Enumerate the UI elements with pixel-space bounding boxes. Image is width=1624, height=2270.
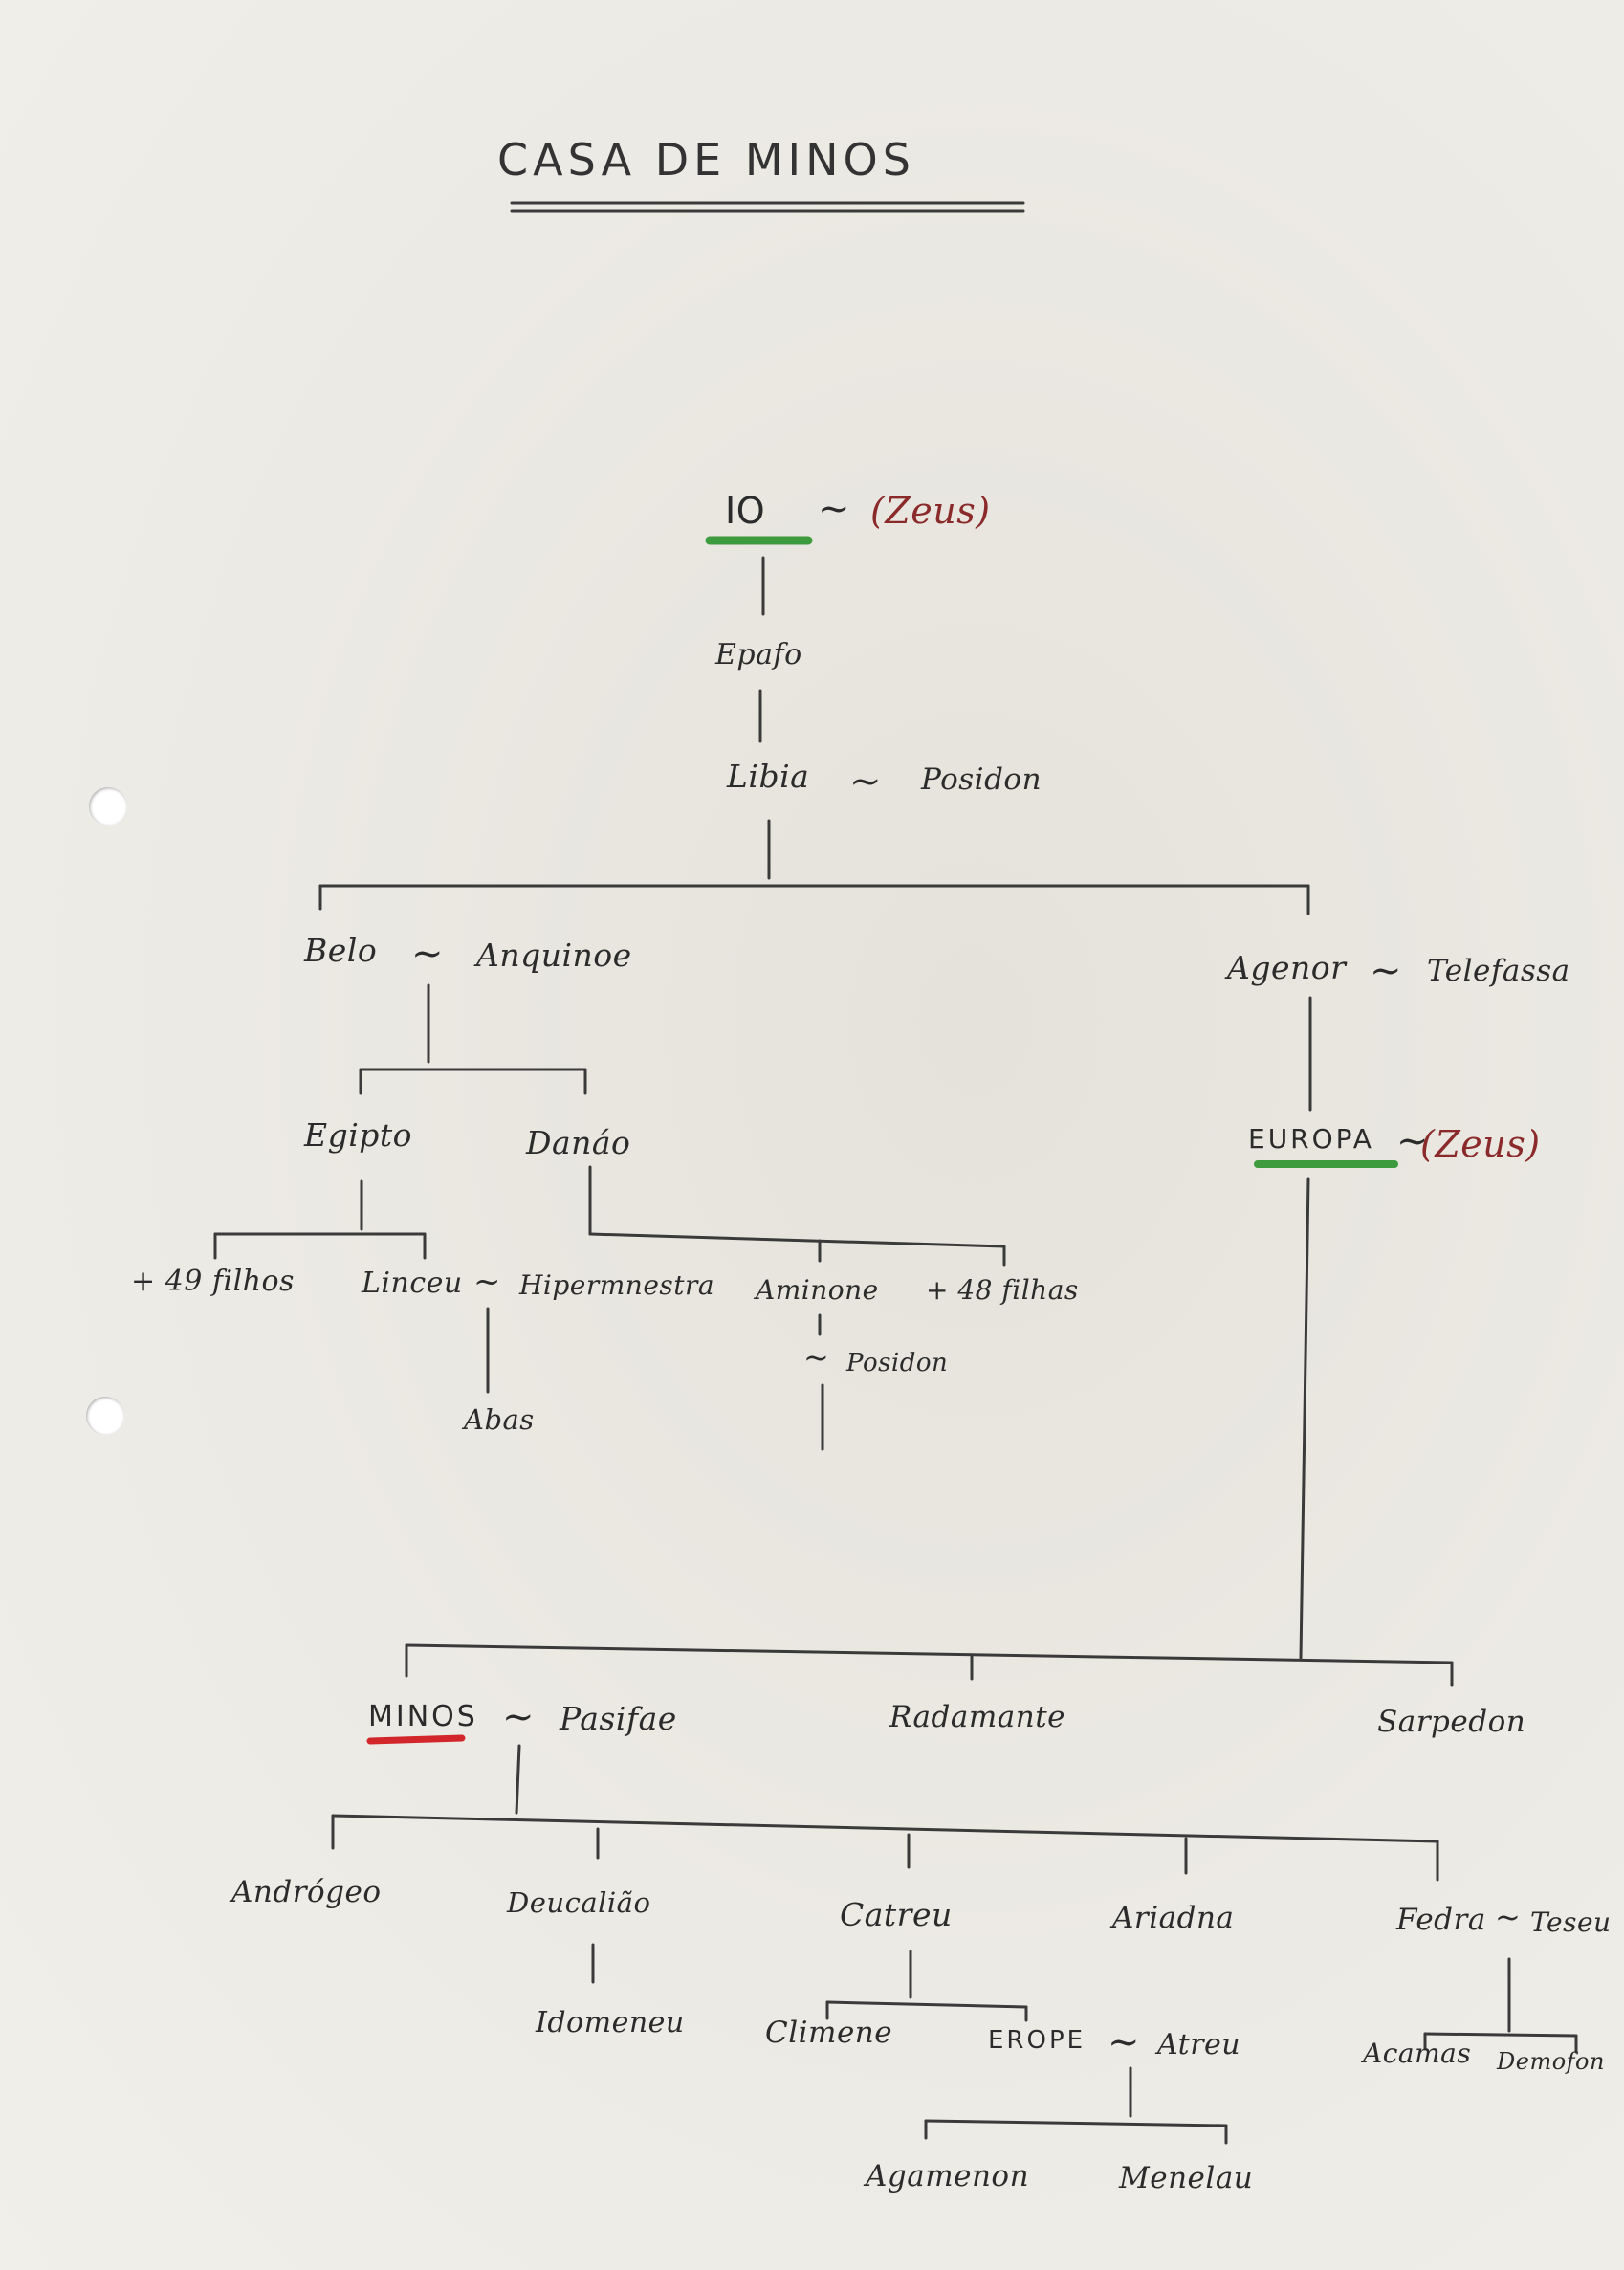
node-fedra: Fedra	[1396, 1903, 1486, 1937]
node-minos: MINOS	[368, 1700, 478, 1733]
node-pasifae: Pasifae	[560, 1700, 677, 1737]
node-europa: EUROPA	[1248, 1123, 1374, 1155]
node-androgeo: Andrógeo	[231, 1875, 382, 1909]
node-aminone: Aminone	[756, 1274, 879, 1306]
node-hipermnestra: Hipermnestra	[519, 1269, 715, 1301]
tilde-9: ~	[1495, 1899, 1521, 1935]
tilde-2: ~	[849, 760, 882, 804]
node-teseu: Teseu	[1530, 1906, 1612, 1938]
node-atreu: Atreu	[1157, 2028, 1241, 2061]
node-abas: Abas	[464, 1403, 535, 1436]
node-demofonte: Demofon	[1497, 2048, 1605, 2075]
node-epafo: Epafo	[715, 638, 802, 672]
tilde-8: ~	[502, 1695, 535, 1739]
tilde-3: ~	[411, 932, 444, 976]
node-catreu: Catreu	[840, 1896, 953, 1933]
tilde-1: ~	[818, 487, 850, 531]
node-erope: EROPE	[988, 2026, 1086, 2055]
node-idomeneu: Idomeneu	[536, 2006, 685, 2039]
tilde-10: ~	[1108, 2020, 1140, 2064]
node-filhas-48: + 48 filhas	[926, 1274, 1079, 1306]
node-zeus-1: (Zeus)	[870, 490, 991, 532]
node-telefassa: Telefassa	[1427, 954, 1570, 988]
node-filhos-49: + 49 filhos	[131, 1265, 295, 1298]
node-anquinoe: Anquinoe	[476, 937, 632, 974]
node-agenor: Agenor	[1227, 949, 1347, 986]
node-posidon-2: Posidon	[846, 1349, 949, 1377]
tilde-5: ~	[1396, 1119, 1429, 1163]
node-climene: Climene	[765, 2016, 893, 2050]
node-ariadna: Ariadna	[1112, 1901, 1235, 1935]
node-sarpedon: Sarpedon	[1377, 1705, 1526, 1739]
node-posidon-1: Posidon	[921, 762, 1042, 797]
node-acamas: Acamas	[1363, 2038, 1472, 2069]
node-belo: Belo	[304, 932, 378, 969]
tilde-7: ~	[803, 1339, 829, 1376]
node-linceu: Linceu	[362, 1267, 463, 1300]
node-radamante: Radamante	[889, 1700, 1066, 1734]
punch-hole-bottom	[86, 1397, 124, 1435]
node-io: IO	[725, 490, 766, 532]
node-menelau: Menelau	[1119, 2161, 1254, 2195]
page-title: CASA DE MINOS	[497, 134, 915, 186]
node-deucaliao: Deucalião	[507, 1886, 651, 1919]
punch-hole-top	[89, 787, 127, 826]
tilde-4: ~	[1370, 949, 1402, 993]
node-zeus-2: (Zeus)	[1420, 1123, 1541, 1165]
tilde-6: ~	[473, 1263, 501, 1301]
node-danao: Danáo	[526, 1124, 631, 1161]
node-libia: Libia	[727, 758, 810, 795]
node-egipto: Egipto	[304, 1116, 413, 1154]
node-agamenon: Agamenon	[866, 2159, 1030, 2193]
